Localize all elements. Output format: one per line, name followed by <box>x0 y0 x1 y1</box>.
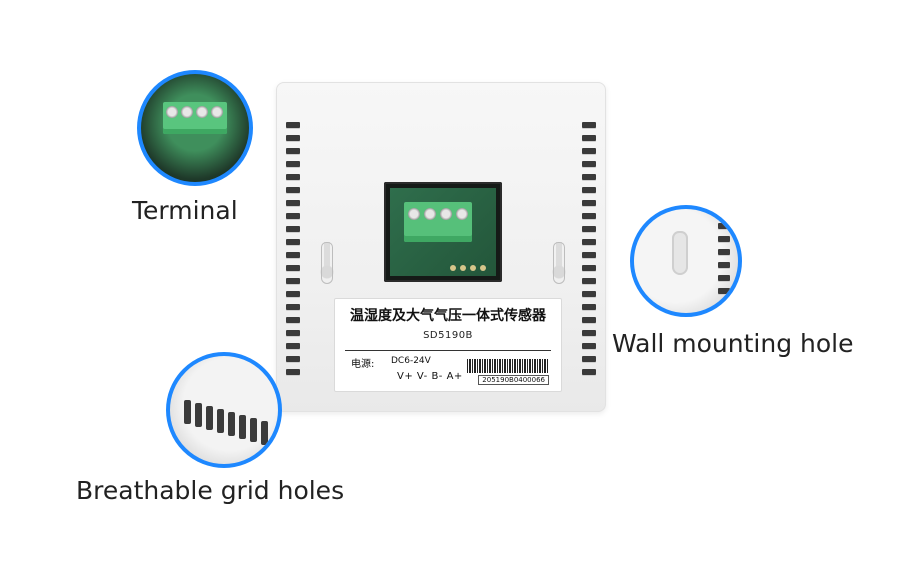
label-pin-names: V+ V- B- A+ <box>397 371 463 382</box>
label-power-label: 电源: <box>351 359 375 370</box>
grid-holes-callout <box>166 352 282 468</box>
product-label: 温湿度及大气气压一体式传感器 SD5190B 电源: DC6-24V V+ V-… <box>334 298 562 392</box>
label-model: SD5190B <box>423 330 473 341</box>
barcode-icon <box>467 359 549 373</box>
terminal-block-zoom <box>163 102 227 134</box>
label-power-value: DC6-24V <box>391 356 431 366</box>
grid-holes-caption: Breathable grid holes <box>76 476 345 505</box>
keyhole-icon <box>672 231 688 275</box>
terminal-callout <box>137 70 253 186</box>
wall-mounting-callout <box>630 205 742 317</box>
left-vent-slots <box>286 122 300 382</box>
screw-icon <box>408 208 420 220</box>
label-divider <box>345 350 551 351</box>
screw-icon <box>211 106 223 118</box>
terminal-block <box>404 202 472 242</box>
screw-icon <box>456 208 468 220</box>
label-serial: 205190B0400066 <box>478 375 549 385</box>
terminal-window <box>384 182 502 282</box>
circuit-board <box>390 188 496 276</box>
right-vent-slots <box>582 122 596 382</box>
label-title: 温湿度及大气气压一体式传感器 <box>350 308 546 324</box>
screw-icon <box>181 106 193 118</box>
screw-icon <box>424 208 436 220</box>
mounting-hole-right <box>552 242 566 284</box>
wall-mounting-caption: Wall mounting hole <box>612 329 854 358</box>
screw-icon <box>166 106 178 118</box>
screw-icon <box>196 106 208 118</box>
screw-icon <box>440 208 452 220</box>
terminal-caption: Terminal <box>132 196 238 225</box>
header-pins <box>450 256 490 275</box>
mounting-hole-left <box>320 242 334 284</box>
sensor-device: 温湿度及大气气压一体式传感器 SD5190B 电源: DC6-24V V+ V-… <box>276 82 606 412</box>
